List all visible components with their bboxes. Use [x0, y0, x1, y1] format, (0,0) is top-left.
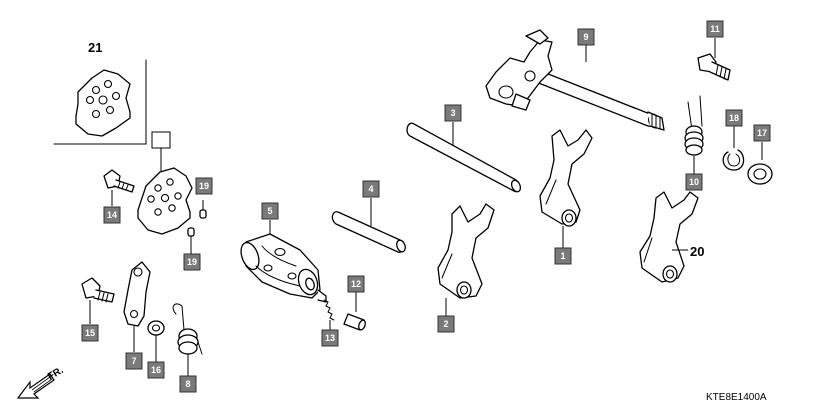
part-3-rod: [406, 122, 522, 193]
callout-9-text: 9: [583, 32, 588, 42]
callout-15-text: 15: [85, 328, 95, 338]
part-21-star-plate-inset: 21: [53, 40, 147, 145]
callout-11: 11: [706, 20, 724, 38]
callout-3: 3: [444, 104, 462, 122]
reference-box: [151, 131, 171, 149]
label-21: 21: [88, 40, 102, 55]
star-plate: [137, 167, 193, 235]
callout-15: 15: [81, 324, 99, 342]
part-7-stopper-arm: [123, 261, 151, 352]
part-12-pin: [343, 292, 366, 331]
callout-3-text: 3: [450, 108, 455, 118]
callout-7: 7: [125, 352, 143, 370]
callout-12: 12: [347, 275, 365, 293]
part-17-washer: [747, 142, 773, 185]
callout-16-text: 16: [151, 365, 161, 375]
callout-17-text: 17: [757, 128, 767, 138]
callout-5: 5: [261, 202, 279, 220]
callout-7-text: 7: [131, 356, 136, 366]
part-1-shift-fork: [539, 129, 593, 248]
callout-10-text: 10: [689, 177, 699, 187]
part-16-washer: [147, 320, 165, 362]
callout-18-text: 18: [729, 113, 739, 123]
callout-19-upper: 19: [195, 177, 213, 195]
callout-16: 16: [147, 361, 165, 379]
front-direction-arrow-icon: FR.: [16, 365, 66, 399]
callout-2: 2: [437, 315, 455, 333]
callout-11-text: 11: [710, 24, 720, 34]
part-20-shift-fork: 20: [639, 191, 704, 283]
callout-19-lower-text: 19: [187, 257, 197, 267]
part-8-spring: [172, 303, 203, 376]
pin-19-lower: [187, 227, 195, 254]
part-9-shift-shaft: [485, 29, 665, 131]
bolt-14: [103, 169, 135, 206]
part-11-bolt: [697, 38, 731, 81]
part-15-bolt: [81, 277, 115, 324]
callout-4: 4: [362, 180, 380, 198]
part-10-spring: [684, 95, 704, 174]
label-20: 20: [690, 244, 704, 259]
callout-1-text: 1: [560, 251, 565, 261]
callout-19-lower: 19: [183, 253, 201, 271]
callout-13-text: 13: [325, 333, 335, 343]
part-4-rod: [331, 198, 406, 253]
callout-13: 13: [321, 329, 339, 347]
callout-19-upper-text: 19: [199, 181, 209, 191]
callout-12-text: 12: [351, 279, 361, 289]
callout-17: 17: [753, 124, 771, 142]
callout-18: 18: [725, 109, 743, 127]
callout-8-text: 8: [185, 379, 190, 389]
diagram-code: KTE8E1400A: [706, 392, 767, 403]
pin-19-upper: [199, 200, 207, 219]
part-2-shift-fork: [437, 203, 495, 316]
callout-5-text: 5: [267, 206, 272, 216]
callout-10: 10: [685, 173, 703, 191]
front-direction-label: FR.: [46, 365, 66, 383]
part-5-shift-drum: [240, 220, 327, 303]
callout-1: 1: [554, 247, 572, 265]
part-13-spring: [323, 299, 335, 330]
callout-9: 9: [577, 28, 595, 46]
part-18-circlip: [722, 126, 745, 171]
callout-4-text: 4: [368, 184, 373, 194]
callout-14-text: 14: [107, 210, 117, 220]
callout-2-text: 2: [443, 319, 448, 329]
callout-8: 8: [179, 375, 197, 393]
callout-14: 14: [103, 206, 121, 224]
